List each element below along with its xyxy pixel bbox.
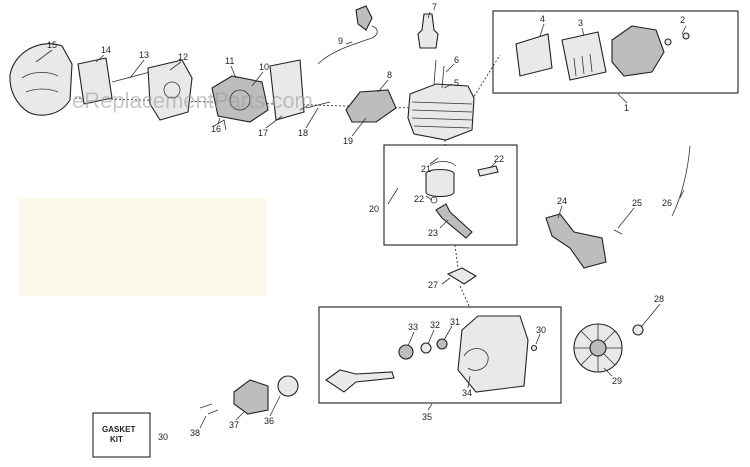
callout-22b: 22 [414, 194, 424, 204]
callout-14: 14 [101, 45, 111, 55]
air-filter-base-part[interactable] [147, 59, 193, 121]
piston-group-box [383, 144, 518, 246]
callout-18: 18 [298, 128, 308, 138]
filter-element-part[interactable] [77, 57, 113, 105]
leader-lines [35, 11, 687, 429]
callout-28: 28 [654, 294, 664, 304]
callout-21: 21 [421, 164, 431, 174]
carburetor-bore [229, 89, 251, 111]
callout-1: 1 [624, 103, 629, 113]
shield-slots [573, 53, 593, 77]
pin-part-30[interactable] [530, 344, 538, 352]
disk-gasket-part[interactable] [277, 375, 299, 397]
callout-11: 11 [225, 56, 234, 66]
callout-15: 15 [47, 40, 57, 50]
piston-ring-part[interactable] [429, 161, 457, 167]
callout-2: 2 [680, 15, 685, 25]
assembly-line-cover [469, 54, 501, 104]
callout-12: 12 [178, 52, 188, 62]
insulator-plate-part[interactable] [269, 59, 305, 121]
callout-13: 13 [139, 50, 149, 60]
callout-17: 17 [258, 128, 268, 138]
gasket-kit-label-line1: GASKET [102, 425, 135, 434]
callout-19: 19 [343, 136, 353, 146]
seal-part-32[interactable] [420, 342, 432, 354]
throttle-wire-part[interactable] [317, 25, 378, 65]
crankcase-group-box [318, 306, 562, 404]
callout-30a: 30 [536, 325, 546, 335]
callout-31: 31 [450, 317, 460, 327]
watermark-text: eReplacementParts.com [72, 88, 313, 113]
callout-36: 36 [264, 416, 274, 426]
spark-plug-wire-part[interactable] [671, 145, 691, 217]
callout-32: 32 [430, 320, 440, 330]
callout-5: 5 [454, 78, 459, 88]
callout-24: 24 [557, 196, 567, 206]
crankshaft-part[interactable] [325, 369, 395, 393]
flywheel-fins [574, 324, 622, 372]
blank-note-panel [19, 198, 266, 296]
cylinder-fins [411, 101, 473, 129]
flywheel-nut-part[interactable] [632, 324, 644, 336]
air-filter-base-hole [163, 81, 181, 99]
callout-16: 16 [211, 124, 221, 134]
callout-10: 10 [259, 62, 269, 72]
air-filter-cover-detail [21, 72, 59, 93]
cover-screw-part-2a[interactable] [664, 38, 672, 46]
callout-33: 33 [408, 322, 418, 332]
spark-plug-part[interactable] [417, 13, 439, 49]
connecting-rod-part[interactable] [435, 203, 473, 239]
carburetor-part[interactable] [211, 75, 269, 123]
ignition-coil-part[interactable] [345, 89, 397, 123]
cover-screw-part-2b[interactable] [682, 32, 690, 40]
callout-26: 26 [662, 198, 672, 208]
callout-37: 37 [229, 420, 239, 430]
callout-35: 35 [422, 412, 432, 422]
cylinder-cover-part[interactable] [611, 25, 665, 77]
seal-part-31[interactable] [436, 338, 448, 350]
crankcase-bore [463, 348, 489, 371]
piston-part[interactable] [425, 168, 455, 198]
callout-29: 29 [612, 376, 622, 386]
callout-22a: 22 [494, 154, 504, 164]
wire-bracket-part[interactable] [355, 5, 373, 31]
assembly-line-gasket-crankcase [459, 285, 471, 309]
callout-7: 7 [432, 2, 437, 12]
callout-4: 4 [540, 14, 545, 24]
callout-20: 20 [369, 204, 379, 214]
gasket-kit-box[interactable] [92, 412, 151, 458]
assembly-line-piston-gasket [454, 244, 459, 269]
wrist-pin-part[interactable] [477, 165, 499, 177]
callout-8: 8 [387, 70, 392, 80]
retainer-clip-part[interactable] [430, 196, 438, 204]
air-filter-cover-part[interactable] [9, 43, 73, 116]
cylinder-bolt-part-5[interactable] [441, 65, 445, 89]
crankcase-cover-part[interactable] [233, 379, 269, 415]
screw-part-38[interactable] [199, 403, 219, 415]
gasket-kit-label-line2: KIT [110, 435, 123, 444]
ignition-lever-part[interactable] [545, 213, 607, 269]
flywheel-hub [589, 339, 607, 357]
cylinder-gasket-part[interactable] [446, 267, 478, 285]
callout-25: 25 [632, 198, 642, 208]
bolt-part-18[interactable] [299, 101, 331, 111]
callout-38: 38 [190, 428, 200, 438]
bearing-part-33[interactable] [398, 344, 414, 360]
cylinder-shield-part-4[interactable] [515, 33, 553, 77]
crankcase-part[interactable] [457, 315, 529, 393]
callout-23: 23 [428, 228, 438, 238]
cylinder-shield-part-3[interactable] [561, 31, 607, 81]
callout-3: 3 [578, 18, 583, 28]
callout-27: 27 [428, 280, 438, 290]
callout-9: 9 [338, 36, 343, 46]
screw-part-25[interactable] [613, 229, 623, 235]
cylinder-bolt-part-6[interactable] [433, 59, 437, 85]
callout-30b: 30 [158, 432, 168, 442]
callout-6: 6 [454, 55, 459, 65]
cylinder-cover-group-box [492, 10, 739, 94]
carburetor-fitting-part[interactable] [213, 119, 227, 131]
callout-34: 34 [462, 388, 472, 398]
